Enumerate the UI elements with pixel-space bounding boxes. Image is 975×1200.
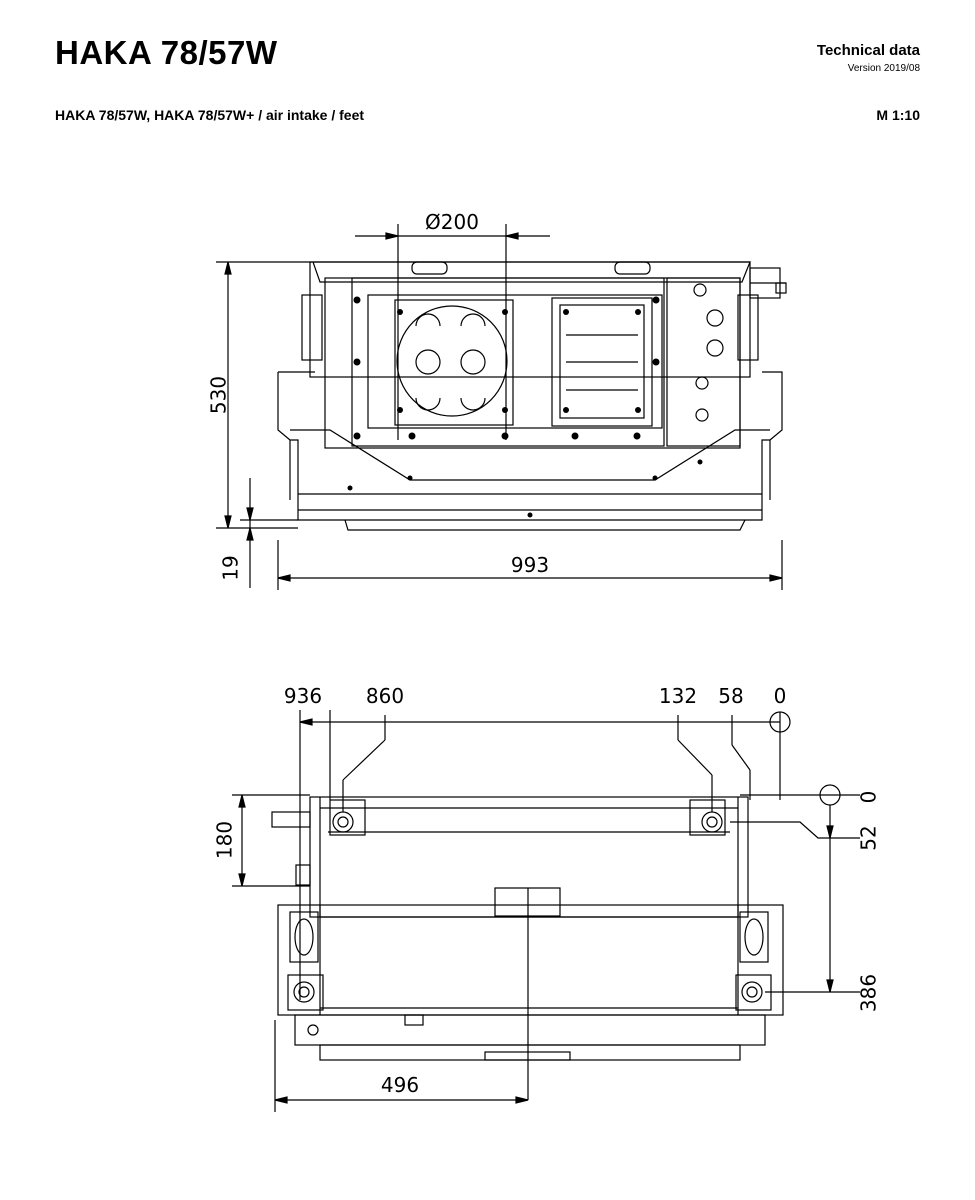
page-subtitle: HAKA 78/57W, HAKA 78/57W+ / air intake /…	[55, 107, 365, 123]
technical-data-label: Technical data	[816, 42, 920, 59]
bottom-view-drawing	[232, 710, 860, 1112]
dim-386-label: 386	[857, 974, 881, 1012]
height-dim-label: 530	[207, 376, 231, 414]
top-view-drawing	[216, 224, 787, 590]
diameter-dim-label: Ø200	[425, 210, 479, 234]
scale-label: M 1:10	[876, 107, 920, 123]
dim-860-label: 860	[366, 684, 404, 708]
dim-52-label: 52	[857, 825, 881, 850]
dim-132-label: 132	[659, 684, 697, 708]
page-title: HAKA 78/57W	[55, 34, 278, 71]
dim-936-label: 936	[284, 684, 322, 708]
dim-0-right-label: 0	[857, 791, 881, 804]
version-label: Version 2019/08	[847, 63, 920, 74]
dim-496-label: 496	[381, 1073, 419, 1097]
dim-58-label: 58	[718, 684, 743, 708]
dim-180-label: 180	[213, 821, 237, 859]
dim-0-top-label: 0	[774, 684, 787, 708]
width-dim-label: 993	[511, 553, 549, 577]
feet-dim-label: 19	[219, 555, 243, 580]
